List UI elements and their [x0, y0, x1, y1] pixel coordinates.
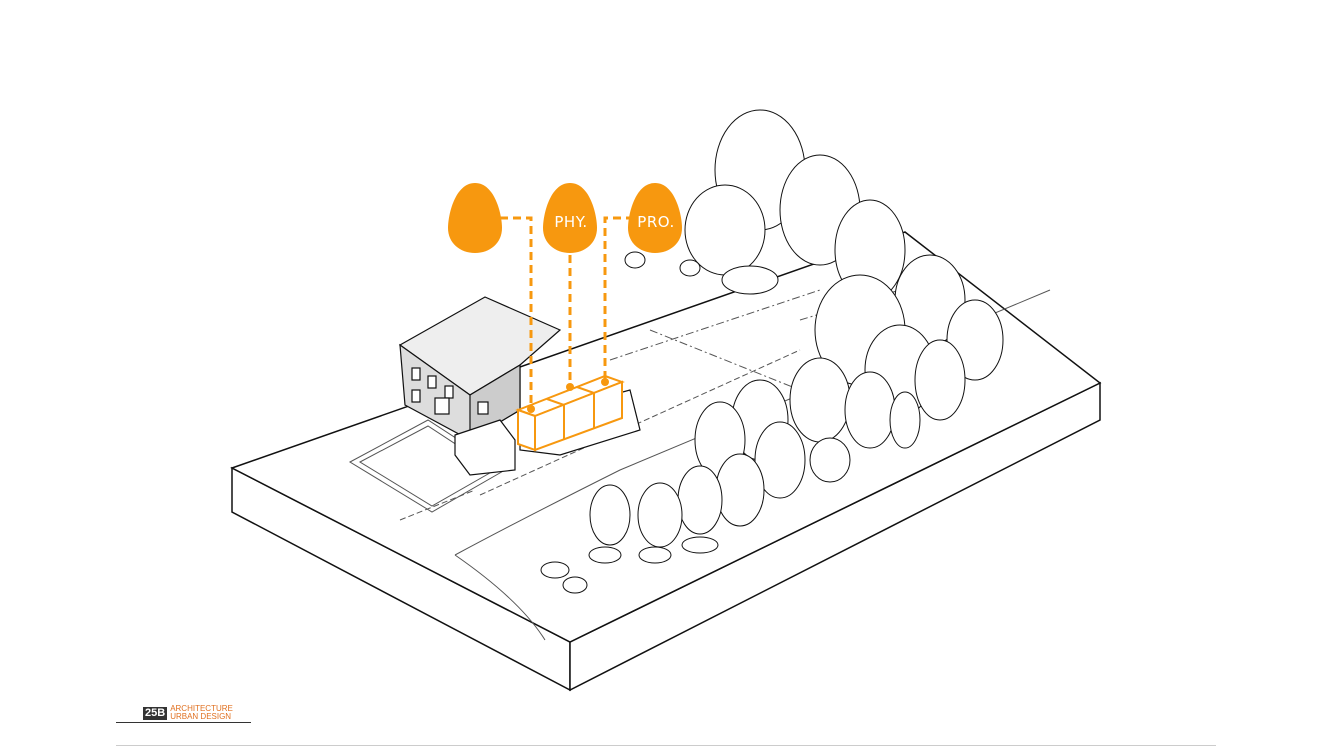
- egg-physical: [543, 183, 597, 253]
- logo-mark: 25B: [143, 706, 168, 720]
- concept-eggs: [448, 183, 682, 253]
- logo-line-2: URBAN DESIGN: [170, 712, 232, 721]
- egg-label-physical: PHY.: [554, 213, 588, 231]
- page-baseline: [116, 745, 1216, 746]
- logo-line-1: ARCHITECTURE: [170, 704, 233, 713]
- egg-program: [628, 183, 682, 253]
- egg-blank: [448, 183, 502, 253]
- egg-label-program: PRO.: [637, 213, 675, 231]
- trees: [540, 109, 1004, 594]
- footer-rule: [116, 722, 251, 723]
- connector-dots: [527, 378, 609, 413]
- program-volumes: [515, 374, 625, 452]
- connector-lines: [500, 216, 634, 408]
